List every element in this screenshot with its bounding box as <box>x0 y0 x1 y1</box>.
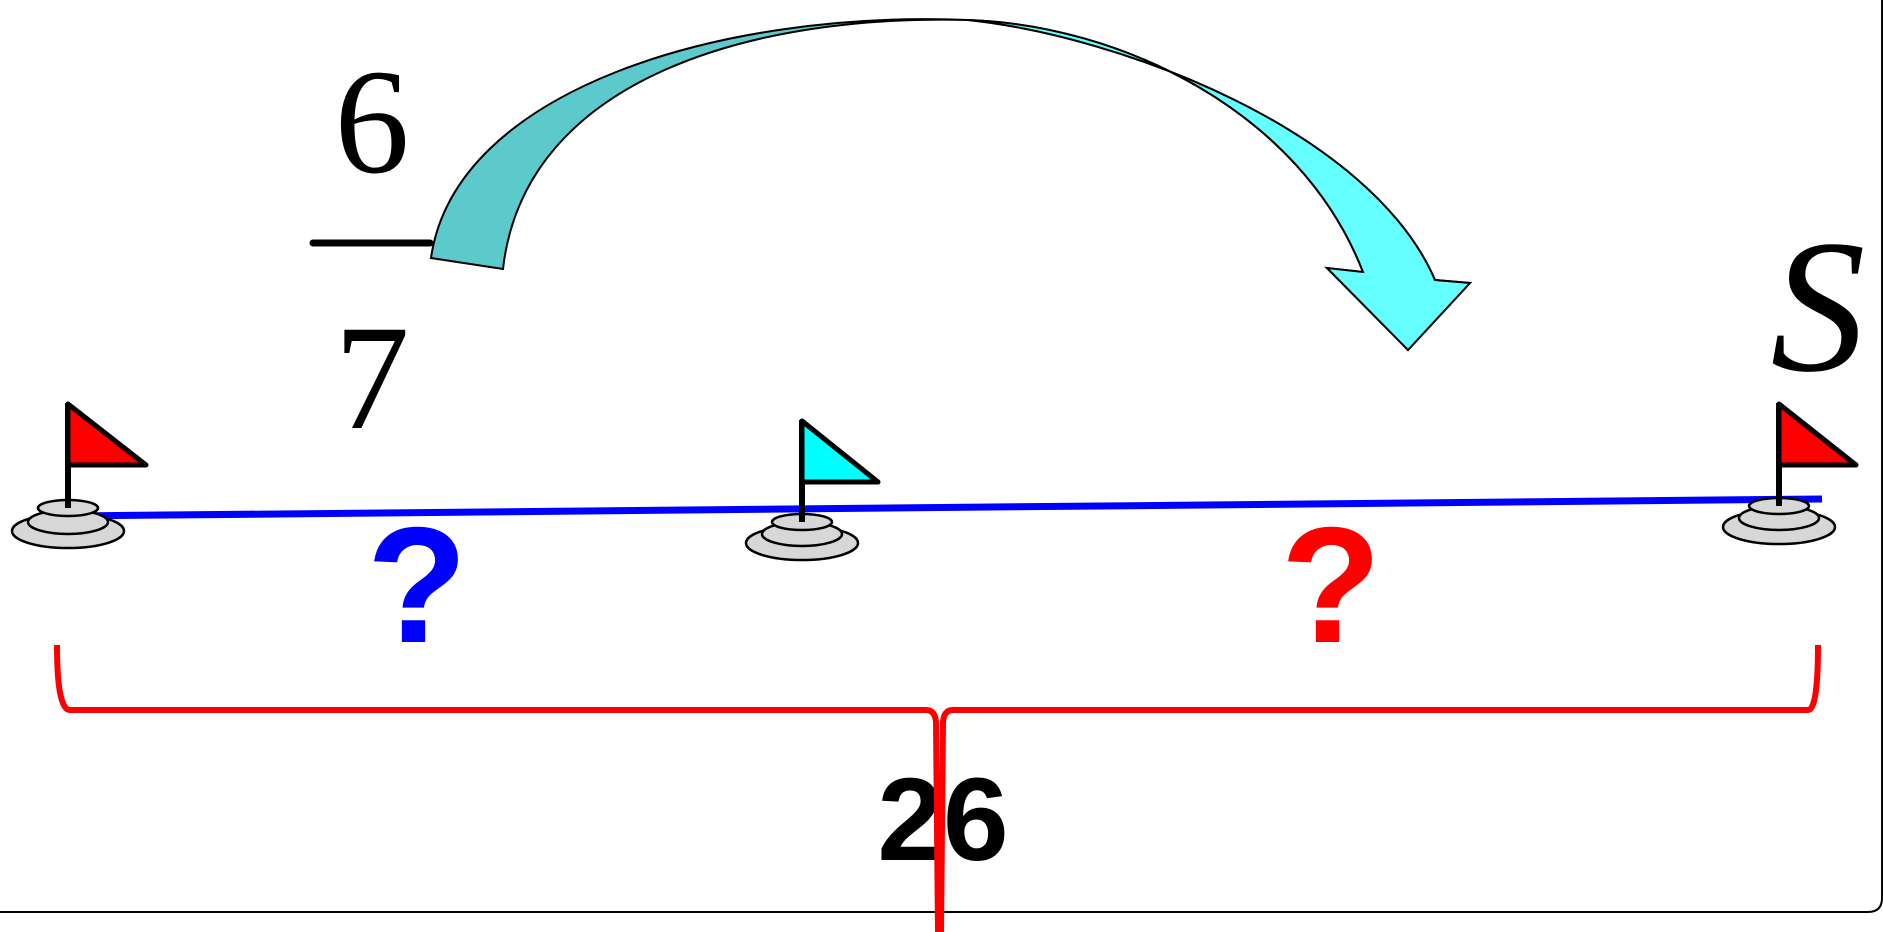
red-flag-icon <box>1776 401 1859 468</box>
cyan-flag-icon <box>799 418 881 485</box>
red-flag-icon <box>65 401 149 468</box>
start-flag <box>10 401 149 550</box>
end-point-label: S <box>1771 202 1866 412</box>
end-flag <box>1721 401 1859 546</box>
frame-border <box>0 0 1883 913</box>
middle-flag <box>744 418 881 562</box>
right-segment-question: ? <box>1281 493 1382 677</box>
fraction: 6 7 <box>309 39 434 461</box>
total-brace <box>54 644 1821 932</box>
left-segment-question: ? <box>367 493 468 677</box>
curved-arrow-icon <box>429 18 1473 352</box>
fraction-denominator: 7 <box>335 295 410 461</box>
route-line <box>67 495 1823 520</box>
arrow-band-front <box>967 19 1473 352</box>
fraction-numerator: 6 <box>335 39 410 205</box>
